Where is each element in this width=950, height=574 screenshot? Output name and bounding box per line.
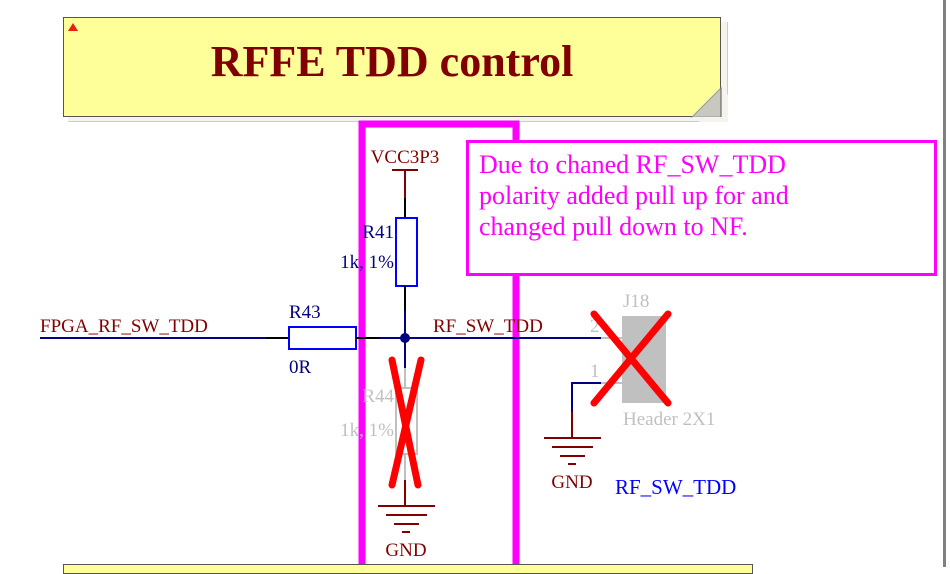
r41-resistor-body[interactable] — [395, 217, 418, 287]
annotation-note-text: Due to chaned RF_SW_TDD polarity added p… — [479, 150, 789, 241]
title-text: RFFE TDD control — [210, 37, 574, 86]
j18-pin1-label: 1 — [590, 361, 600, 382]
ground-label-1: GND — [385, 540, 426, 561]
j18-designator: J18 — [623, 291, 649, 312]
warning-triangle-icon — [68, 23, 78, 31]
r44-not-fitted-cross-icon — [388, 356, 425, 489]
power-port-label: VCC3P3 — [371, 147, 440, 168]
title-note-fold — [690, 86, 722, 118]
r41-designator: R41 — [362, 222, 394, 243]
highlight-frame[interactable] — [358, 120, 520, 567]
j18-not-fitted-cross-icon — [590, 310, 672, 407]
r41-value: 1k, 1% — [340, 252, 394, 273]
ground-symbol-icon — [544, 437, 601, 465]
title-note[interactable]: RFFE TDD control — [63, 17, 721, 117]
ground-symbol-icon — [378, 505, 435, 533]
j18-value: Header 2X1 — [623, 409, 715, 430]
j18-pin2-label: 2 — [590, 316, 600, 337]
net-label-rf-sw-tdd[interactable]: RF_SW_TDD — [615, 475, 736, 499]
output-net-label: RF_SW_TDD — [433, 316, 543, 337]
annotation-note[interactable]: Due to chaned RF_SW_TDD polarity added p… — [466, 140, 937, 276]
ground-label-2: GND — [551, 472, 592, 493]
r43-designator: R43 — [289, 302, 321, 323]
r43-resistor-body[interactable] — [288, 326, 357, 350]
r44-value: 1k, 1% — [340, 420, 394, 441]
r44-designator: R44 — [362, 386, 394, 407]
title-note-fold-edge — [692, 88, 728, 122]
window-right-border — [943, 0, 946, 567]
bottom-note[interactable] — [63, 564, 753, 574]
input-net-label: FPGA_RF_SW_TDD — [40, 316, 208, 337]
r43-value: 0R — [289, 357, 312, 378]
